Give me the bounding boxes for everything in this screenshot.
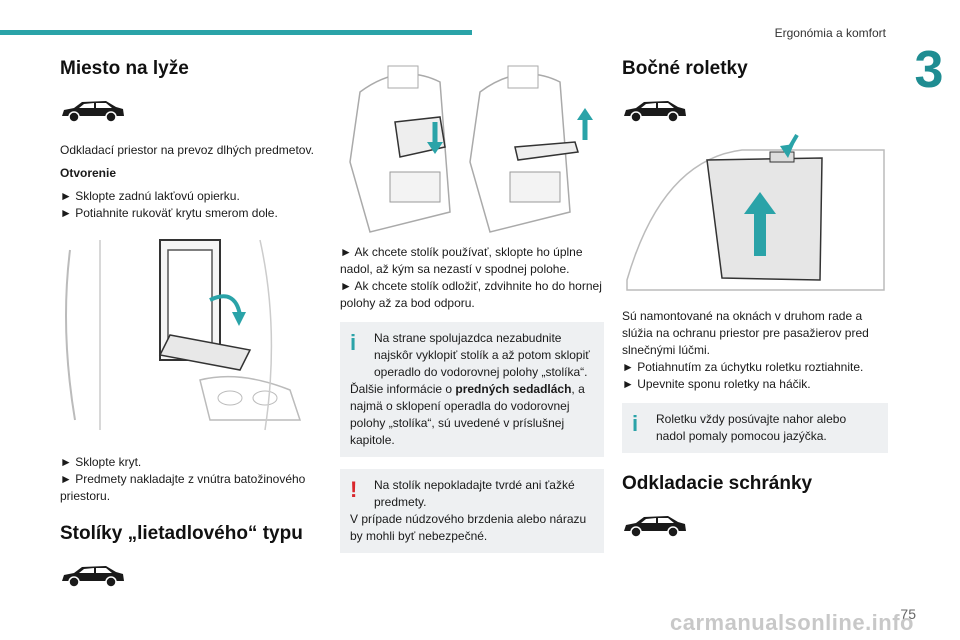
car-icon (62, 566, 124, 588)
info-text-2: Ďalšie informácie o predných sedadlách, … (350, 382, 585, 447)
side-blinds-title: Bočné roletky (622, 58, 748, 79)
step-2: ► Potiahnite rukoväť krytu smerom dole. (60, 206, 278, 220)
info-text: Roletku vždy posúvajte nahor alebo nadol… (656, 412, 847, 443)
warning-text-1: Na stolík nepokladajte tvrdé ani ťažké p… (374, 478, 575, 509)
blind-step-2: ► Upevnite sponu roletky na háčik. (622, 377, 811, 391)
ski-hatch-illustration (60, 230, 322, 440)
info-icon: i (350, 330, 357, 355)
car-icon (62, 101, 124, 123)
info-box-blinds: i Roletku vždy posúvajte nahor alebo nad… (622, 403, 888, 453)
warning-box: ! Na stolík nepokladajte tvrdé ani ťažké… (340, 469, 604, 553)
step-1: ► Sklopte zadnú lakťovú opierku. (60, 189, 240, 203)
storage-title: Odkladacie schránky (622, 473, 813, 494)
seatback-table-illustration (349, 65, 593, 233)
column-1: Miesto na lyže Odkladací priestor na pre… (60, 50, 322, 589)
info-text-1: Na strane spolujazdca nezabudnite najskô… (374, 331, 590, 379)
section-title: Ergonómia a komfort (774, 26, 886, 40)
info-box-passenger: i Na strane spolujazdca nezabudnite najs… (340, 322, 604, 457)
warning-text-2: V prípade núdzového brzdenia alebo náraz… (350, 512, 587, 543)
chapter-number: 3 (898, 40, 960, 100)
step-3: ► Sklopte kryt. (60, 455, 142, 469)
step-4: ► Predmety nakladajte z vnútra batožinov… (60, 472, 306, 503)
warning-icon: ! (350, 477, 358, 502)
side-blind-illustration (626, 133, 885, 291)
column-3: Bočné roletky Sú namontované na oknách v… (622, 50, 888, 539)
info-icon: i (632, 411, 639, 436)
side-blinds-text: Sú namontované na oknách v druhom rade a… (622, 309, 869, 357)
car-icon (624, 101, 686, 123)
blind-step-1: ► Potiahnutím za úchytku roletku roztiah… (622, 360, 864, 374)
watermark: carmanualsonline.info (670, 610, 914, 635)
column-2: ► Ak chcete stolík používať, sklopte ho … (340, 50, 604, 553)
header-accent-bar (0, 30, 472, 35)
page-number: 75 (900, 606, 916, 622)
table-step-2: ► Ak chcete stolík odložiť, zdvihnite ho… (340, 279, 602, 310)
table-step-1: ► Ak chcete stolík používať, sklopte ho … (340, 245, 583, 276)
opening-subhead: Otvorenie (60, 166, 117, 180)
tables-title: Stolíky „lietadlového“ typu (60, 523, 303, 544)
ski-hatch-title: Miesto na lyže (60, 58, 189, 79)
ski-hatch-intro: Odkladací priestor na prevoz dlhých pred… (60, 143, 314, 157)
car-icon (624, 516, 686, 538)
